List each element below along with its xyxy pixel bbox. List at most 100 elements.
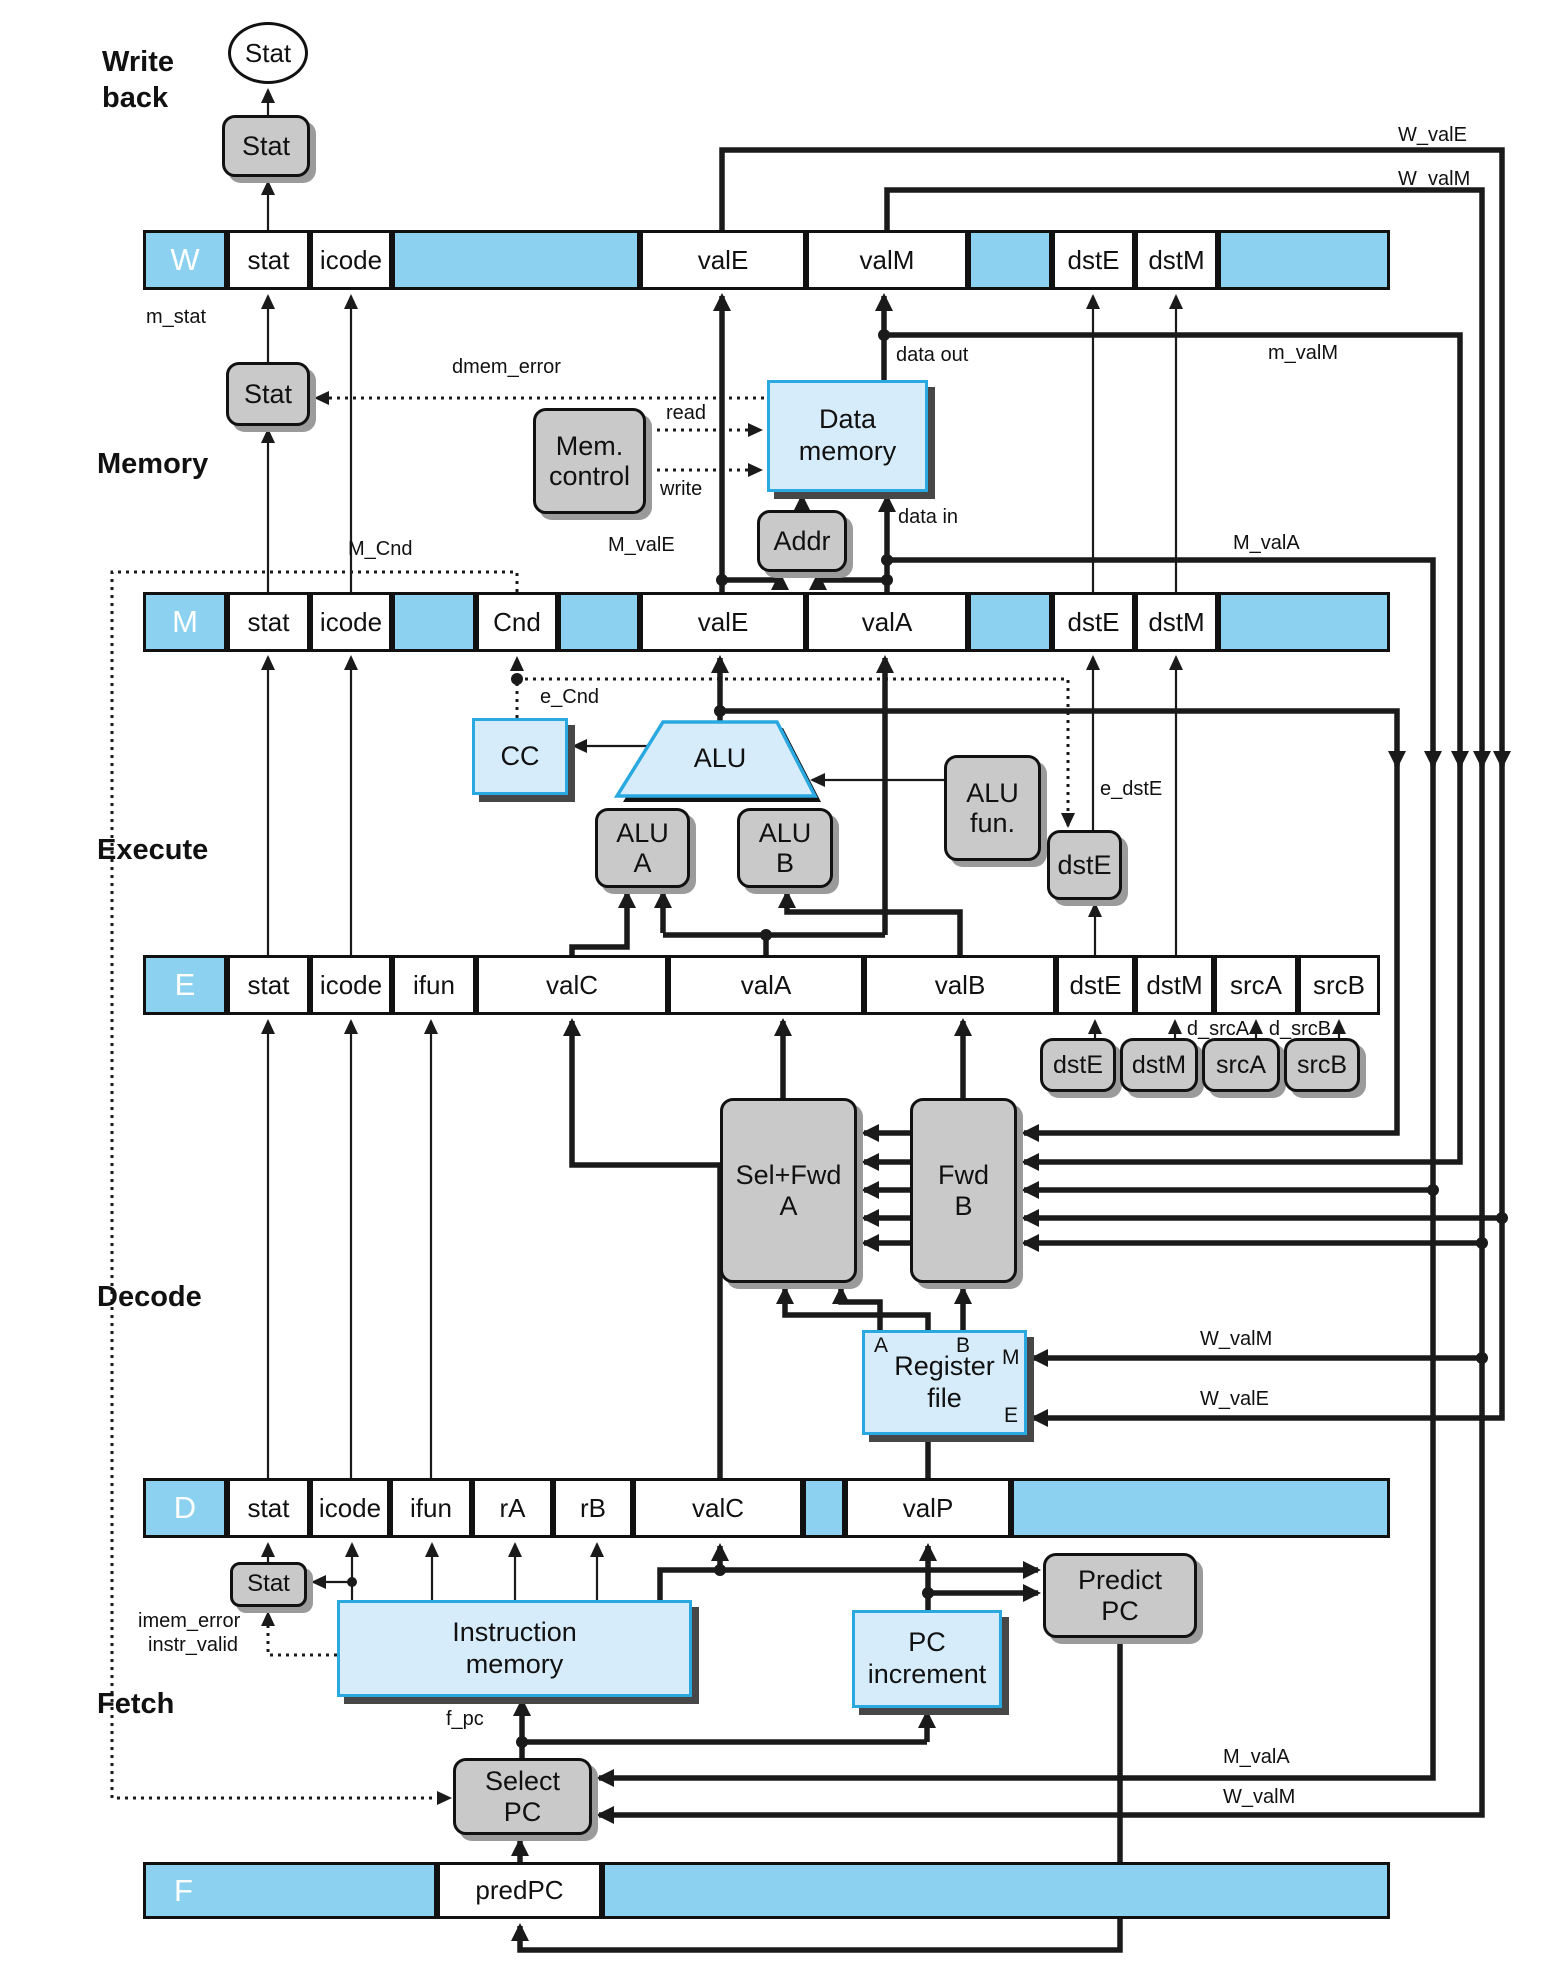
signal-data-out: data out [896, 344, 969, 366]
signal-f-pc: f_pc [446, 1708, 484, 1730]
signal-dmem-error: dmem_error [452, 356, 561, 378]
d-valC-cell: valC [633, 1478, 803, 1538]
execute-thin-wires [572, 739, 944, 787]
decode-dstE-unit: dstE [1040, 1038, 1116, 1092]
stage-label-fetch: Fetch [97, 1688, 175, 1720]
fetch-stat-unit: Stat [230, 1562, 307, 1607]
fwd-b-label-1: Fwd [937, 1160, 989, 1191]
decode-srcB-unit: srcB [1284, 1038, 1360, 1092]
e-ifun-cell: ifun [392, 955, 476, 1015]
alu-fun-label-1: ALU [966, 777, 1019, 808]
signal-e-cnd: e_Cnd [540, 686, 599, 708]
signal-m-valA-top: M_valA [1233, 532, 1300, 554]
e-stat-cell: stat [227, 955, 310, 1015]
select-pc-label-2: PC [503, 1796, 542, 1827]
sel-fwd-a-unit: Sel+Fwd A [720, 1098, 857, 1283]
data-memory-unit: Data memory [767, 380, 928, 492]
e-valB-cell: valB [864, 955, 1056, 1015]
exec-dstE-unit: dstE [1047, 830, 1122, 900]
m-spacer-2 [558, 592, 640, 652]
signal-instr-valid: instr_valid [148, 1634, 239, 1656]
e-srcB-cell: srcB [1298, 955, 1380, 1015]
register-file-label-1: Register [894, 1350, 995, 1381]
fwd-b-label-2: B [954, 1190, 973, 1221]
cc-unit: CC [472, 718, 568, 795]
d-rB-cell: rB [553, 1478, 633, 1538]
m-stat-cell: stat [227, 592, 310, 652]
w-stat-cell: stat [227, 230, 310, 290]
dotted-control-wires [110, 391, 1075, 1805]
signal-rf-w-valM: W_valM [1200, 1328, 1273, 1350]
sel-fwd-a-label-2: A [779, 1190, 798, 1221]
w-dstM-cell: dstM [1135, 230, 1218, 290]
signal-m-valM: m_valM [1268, 342, 1339, 364]
alu-label: ALU [693, 742, 747, 773]
data-memory-label-1: Data [818, 404, 877, 435]
stage-label-writeback: Write back [102, 46, 174, 115]
regfile-port-b: B [956, 1334, 971, 1357]
w-spacer-3 [1218, 230, 1390, 290]
signal-d-srcA: d_srcA [1186, 1018, 1250, 1040]
m-spacer-3 [968, 592, 1052, 652]
alu-a-unit: ALU A [595, 808, 690, 888]
signal-d-srcB: d_srcB [1268, 1018, 1332, 1040]
select-pc-unit: Select PC [453, 1758, 592, 1835]
m-register-letter: M [143, 592, 227, 652]
d-stat-cell: stat [227, 1478, 310, 1538]
m-valA-cell: valA [806, 592, 968, 652]
signal-m-cnd: M_Cnd [348, 538, 413, 560]
w-valM-cell: valM [806, 230, 968, 290]
d-spacer-1 [803, 1478, 845, 1538]
instruction-memory-label-1: Instruction [452, 1616, 577, 1647]
d-ifun-cell: ifun [390, 1478, 472, 1538]
alu-shape [613, 720, 821, 802]
register-file-label-2: file [927, 1382, 962, 1413]
signal-data-in: data in [898, 506, 959, 528]
mem-control-label-2: control [548, 461, 631, 491]
f-spacer-1 [602, 1862, 1390, 1919]
e-register-letter: E [143, 955, 227, 1015]
pc-increment-label-1: PC [908, 1627, 946, 1658]
stage-label-memory: Memory [97, 448, 209, 480]
w-valE-cell: valE [640, 230, 806, 290]
m-cnd-cell: Cnd [476, 592, 558, 652]
fetch-stage-wires [511, 1543, 1126, 1953]
sel-fwd-a-label-1: Sel+Fwd [735, 1160, 842, 1191]
pc-increment-label-2: increment [867, 1659, 987, 1689]
instruction-memory-unit: Instruction memory [337, 1600, 692, 1697]
e-valA-cell: valA [668, 955, 864, 1015]
alu-fun-label-2: fun. [969, 808, 1016, 838]
execute-stage-wires [569, 655, 1511, 1142]
data-memory-label-2: memory [798, 436, 897, 466]
addr-unit: Addr [757, 510, 847, 572]
e-icode-cell: icode [310, 955, 392, 1015]
alu-b-unit: ALU B [737, 808, 833, 888]
stage-label-decode: Decode [97, 1281, 202, 1313]
stage-label-execute: Execute [97, 834, 209, 866]
signal-sel-m-valA: M_valA [1223, 1746, 1290, 1768]
regfile-port-a: A [874, 1334, 889, 1357]
predict-pc-label-2: PC [1101, 1595, 1139, 1626]
m-valE-cell: valE [640, 592, 806, 652]
predict-pc-label-1: Predict [1077, 1565, 1163, 1596]
w-spacer-1 [392, 230, 640, 290]
register-file-unit: Register file [862, 1330, 1027, 1435]
writeback-forward-wires [596, 147, 1508, 1824]
mem-control-label-1: Mem. [555, 430, 624, 461]
instruction-memory-label-2: memory [465, 1648, 564, 1679]
regfile-port-e: E [1004, 1404, 1019, 1427]
w-spacer-2 [968, 230, 1052, 290]
status-chain-wires [261, 88, 604, 1600]
d-valP-cell: valP [845, 1478, 1011, 1538]
alu-a-label-2: A [633, 848, 652, 878]
d-rA-cell: rA [472, 1478, 553, 1538]
m-dstE-cell: dstE [1052, 592, 1135, 652]
signal-m-valE: M_valE [608, 534, 675, 556]
signal-write: write [660, 478, 703, 500]
signal-sel-w-valM: W_valM [1223, 1786, 1296, 1808]
select-pc-label-1: Select [484, 1766, 561, 1797]
e-dstM-cell: dstM [1135, 955, 1214, 1015]
alu-b-label-2: B [775, 848, 794, 878]
m-spacer-4 [1218, 592, 1390, 652]
